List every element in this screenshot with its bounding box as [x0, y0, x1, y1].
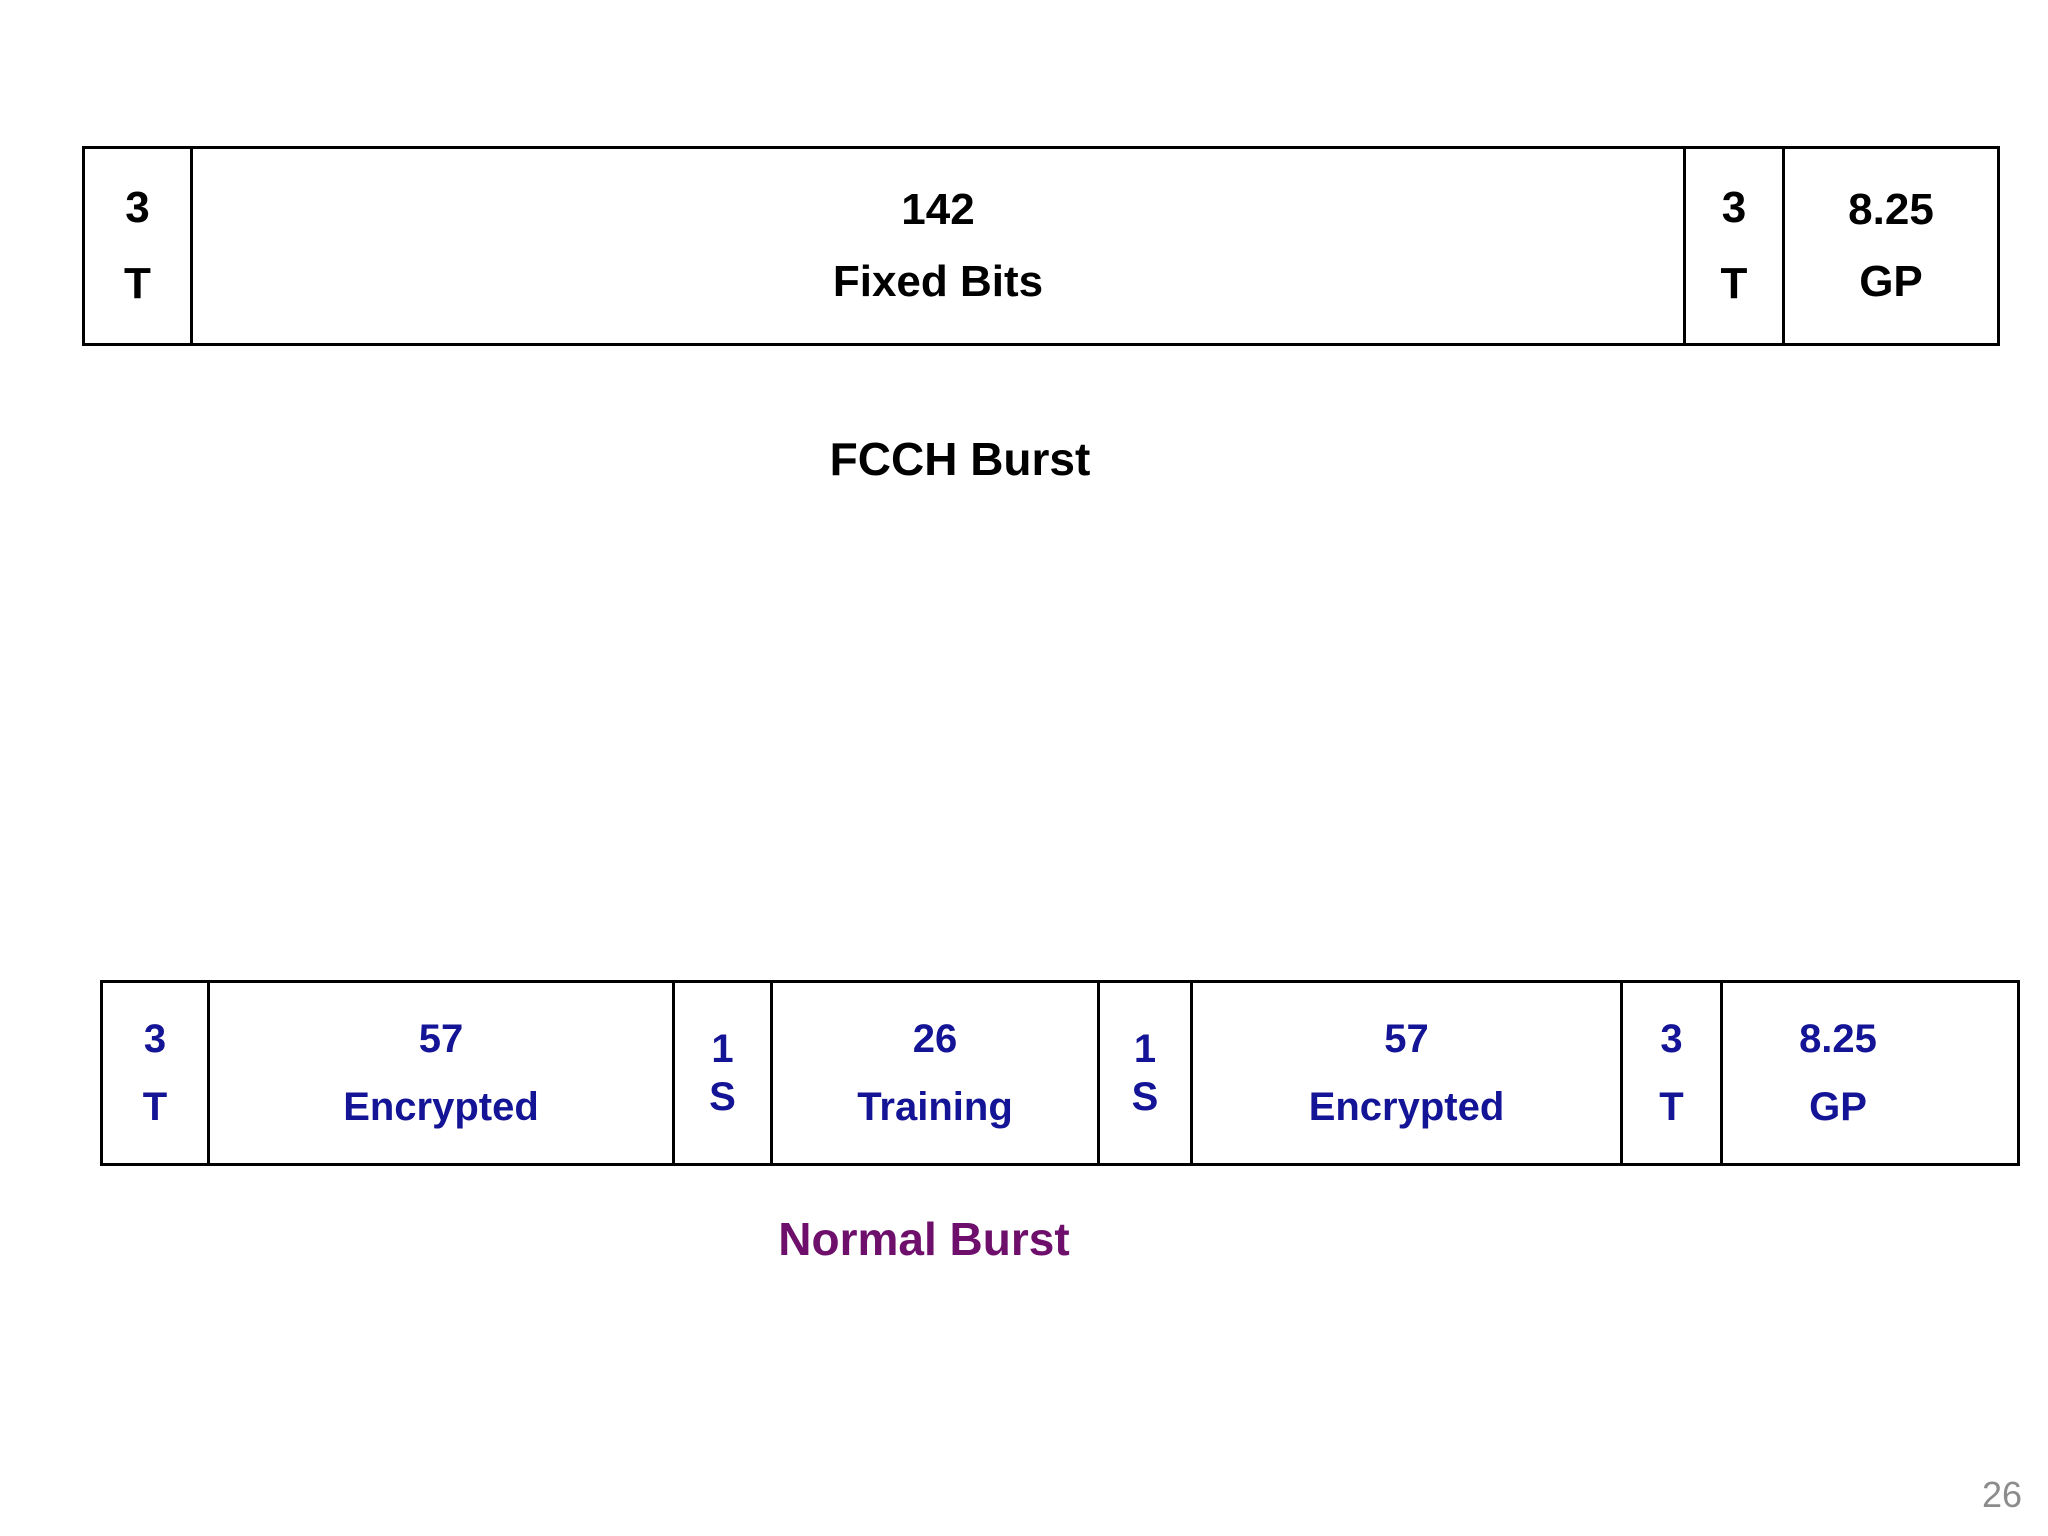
normal-cell-stealing-first-count: 1 — [711, 1027, 734, 1071]
normal-cell-stealing-second-label: S — [1131, 1075, 1159, 1119]
normal-cell-tail-start: 3 T — [103, 983, 210, 1163]
normal-cell-guard-period: 8.25 GP — [1723, 983, 1953, 1163]
page-number: 26 — [1981, 1474, 2022, 1515]
fcch-cell-fixed-bits-label: Fixed Bits — [832, 257, 1044, 306]
fcch-cell-tail-end: 3 T — [1686, 149, 1785, 343]
normal-cell-training-count: 26 — [912, 1017, 958, 1061]
fcch-cell-tail-end-count: 3 — [1721, 182, 1747, 232]
normal-cell-guard-period-label: GP — [1809, 1085, 1867, 1129]
normal-cell-tail-end-label: T — [1659, 1085, 1684, 1129]
normal-burst-caption: Normal Burst — [778, 1213, 1070, 1265]
normal-cell-encrypted-first-label: Encrypted — [343, 1085, 539, 1129]
fcch-cell-tail-start: 3 T — [85, 149, 193, 343]
fcch-cell-tail-end-label: T — [1720, 259, 1748, 308]
fcch-burst-table: 3 T 142 Fixed Bits 3 T 8.25 GP — [82, 146, 2000, 346]
normal-cell-tail-start-count: 3 — [143, 1017, 167, 1061]
normal-burst-table: 3 T 57 Encrypted 1 S 26 Training 1 S 57 … — [100, 980, 2020, 1166]
fcch-cell-tail-start-label: T — [124, 259, 151, 308]
normal-cell-tail-end: 3 T — [1623, 983, 1723, 1163]
normal-cell-stealing-first: 1 S — [675, 983, 773, 1163]
normal-cell-training-label: Training — [857, 1085, 1013, 1129]
normal-cell-tail-start-label: T — [142, 1085, 168, 1129]
normal-cell-training: 26 Training — [773, 983, 1100, 1163]
normal-cell-tail-end-count: 3 — [1660, 1017, 1683, 1061]
fcch-cell-fixed-bits: 142 Fixed Bits — [193, 149, 1686, 343]
normal-cell-stealing-first-label: S — [709, 1075, 736, 1119]
fcch-burst-caption: FCCH Burst — [829, 433, 1091, 485]
normal-cell-encrypted-second: 57 Encrypted — [1193, 983, 1623, 1163]
normal-cell-encrypted-first-count: 57 — [418, 1017, 464, 1061]
fcch-cell-tail-start-count: 3 — [125, 182, 150, 232]
normal-cell-encrypted-second-count: 57 — [1384, 1017, 1429, 1061]
normal-cell-guard-period-count: 8.25 — [1799, 1017, 1877, 1061]
fcch-cell-guard-period: 8.25 GP — [1785, 149, 1997, 343]
normal-cell-encrypted-second-label: Encrypted — [1308, 1085, 1505, 1129]
fcch-cell-fixed-bits-count: 142 — [901, 184, 975, 234]
normal-cell-encrypted-first: 57 Encrypted — [210, 983, 675, 1163]
normal-cell-stealing-second-count: 1 — [1133, 1027, 1157, 1071]
normal-cell-stealing-second: 1 S — [1100, 983, 1193, 1163]
fcch-cell-guard-period-count: 8.25 — [1848, 184, 1934, 234]
fcch-cell-guard-period-label: GP — [1859, 257, 1923, 306]
